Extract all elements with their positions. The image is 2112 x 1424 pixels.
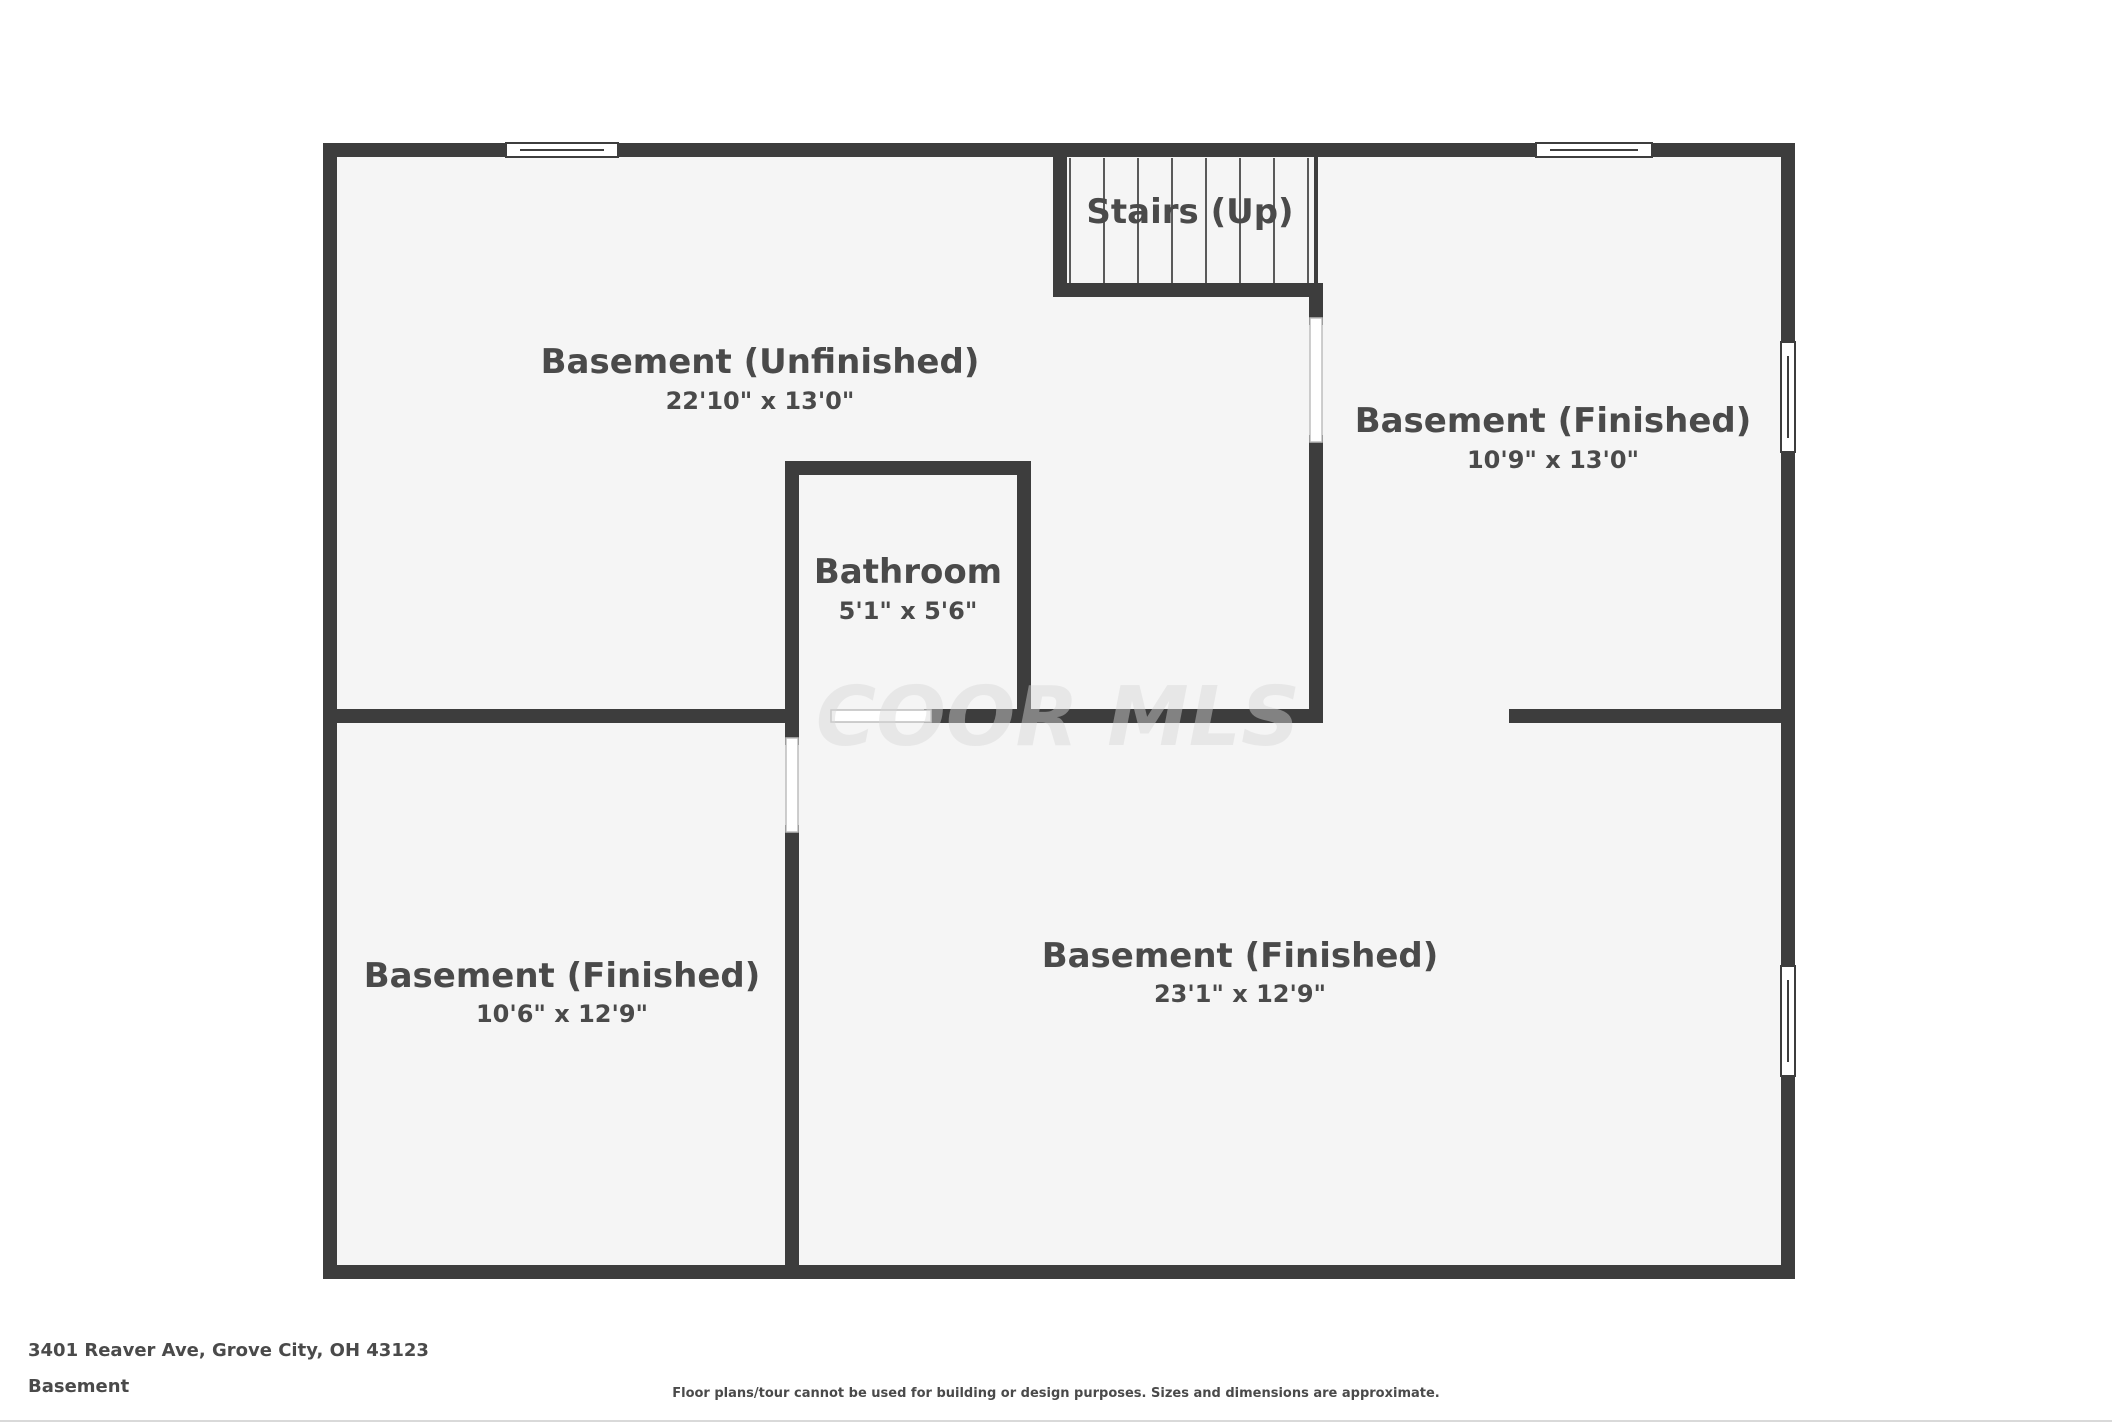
room-dimensions-basement-finished-se: 23'1" x 12'9" bbox=[1154, 980, 1326, 1008]
door-opening-lower-left bbox=[785, 737, 799, 833]
footer-address: 3401 Reaver Ave, Grove City, OH 43123 bbox=[28, 1340, 429, 1361]
windows bbox=[505, 142, 1796, 1077]
room-dimensions-basement-finished-ne: 10'9" x 13'0" bbox=[1467, 446, 1639, 474]
door-openings bbox=[785, 317, 1323, 833]
room-name-basement-finished-ne: Basement (Finished) bbox=[1355, 401, 1752, 441]
door-opening-bathroom bbox=[830, 709, 932, 723]
footer-level-name: Basement bbox=[28, 1376, 130, 1397]
room-name-basement-finished-sw: Basement (Finished) bbox=[364, 956, 761, 996]
room-dimensions-bathroom: 5'1" x 5'6" bbox=[839, 597, 978, 625]
room-name-basement-finished-se: Basement (Finished) bbox=[1042, 936, 1439, 976]
room-name-basement-unfinished: Basement (Unfinished) bbox=[541, 342, 980, 382]
watermark: COOR MLS bbox=[816, 670, 1300, 765]
footer-disclaimer: Floor plans/tour cannot be used for buil… bbox=[672, 1386, 1440, 1401]
floor-area bbox=[330, 150, 1788, 1267]
bottom-divider bbox=[0, 1420, 2112, 1422]
room-name-stairs: Stairs (Up) bbox=[1086, 192, 1293, 232]
room-name-bathroom: Bathroom bbox=[814, 552, 1002, 592]
room-dimensions-basement-unfinished: 22'10" x 13'0" bbox=[666, 387, 855, 415]
stair-treads bbox=[1069, 158, 1309, 284]
door-opening-stairs-side bbox=[1309, 317, 1323, 443]
room-dimensions-basement-finished-sw: 10'6" x 12'9" bbox=[476, 1000, 648, 1028]
